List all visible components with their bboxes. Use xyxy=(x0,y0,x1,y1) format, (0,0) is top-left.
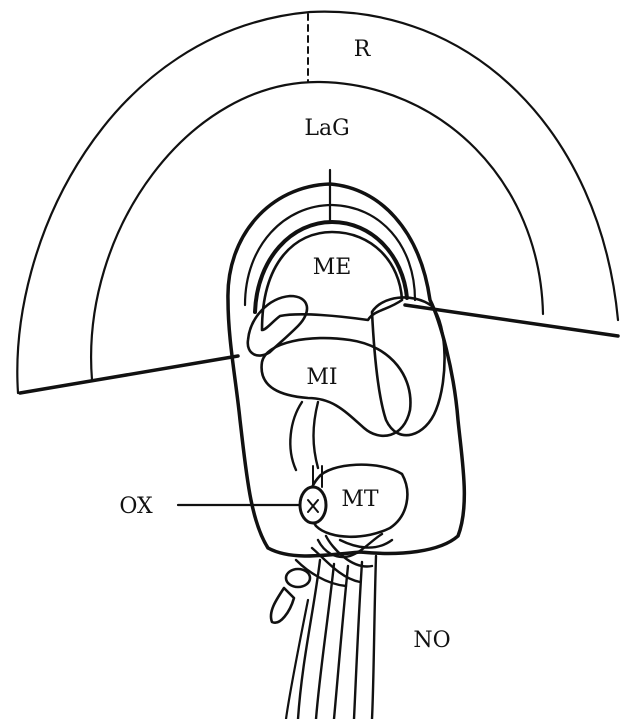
medulla-externa xyxy=(262,232,402,330)
sinus-gland-lobe xyxy=(271,588,294,623)
label-ox: OX xyxy=(119,494,153,519)
label-no: NO xyxy=(413,628,450,653)
retina-outer-arc xyxy=(17,12,618,393)
sinus-gland xyxy=(286,569,310,587)
label-lag: LaG xyxy=(304,116,349,141)
optic-nerve-fiber-2 xyxy=(316,564,334,719)
optic-nerve-fiber-5 xyxy=(372,556,376,719)
mt-stalk xyxy=(290,402,318,470)
section-line-left xyxy=(20,356,238,393)
label-r: R xyxy=(354,37,372,62)
label-mi: MI xyxy=(306,365,337,390)
optic-nerve-fiber-4 xyxy=(354,562,362,719)
label-mt: MT xyxy=(341,487,379,512)
optic-nerve-fiber-3 xyxy=(334,566,348,719)
label-me: ME xyxy=(313,255,352,280)
